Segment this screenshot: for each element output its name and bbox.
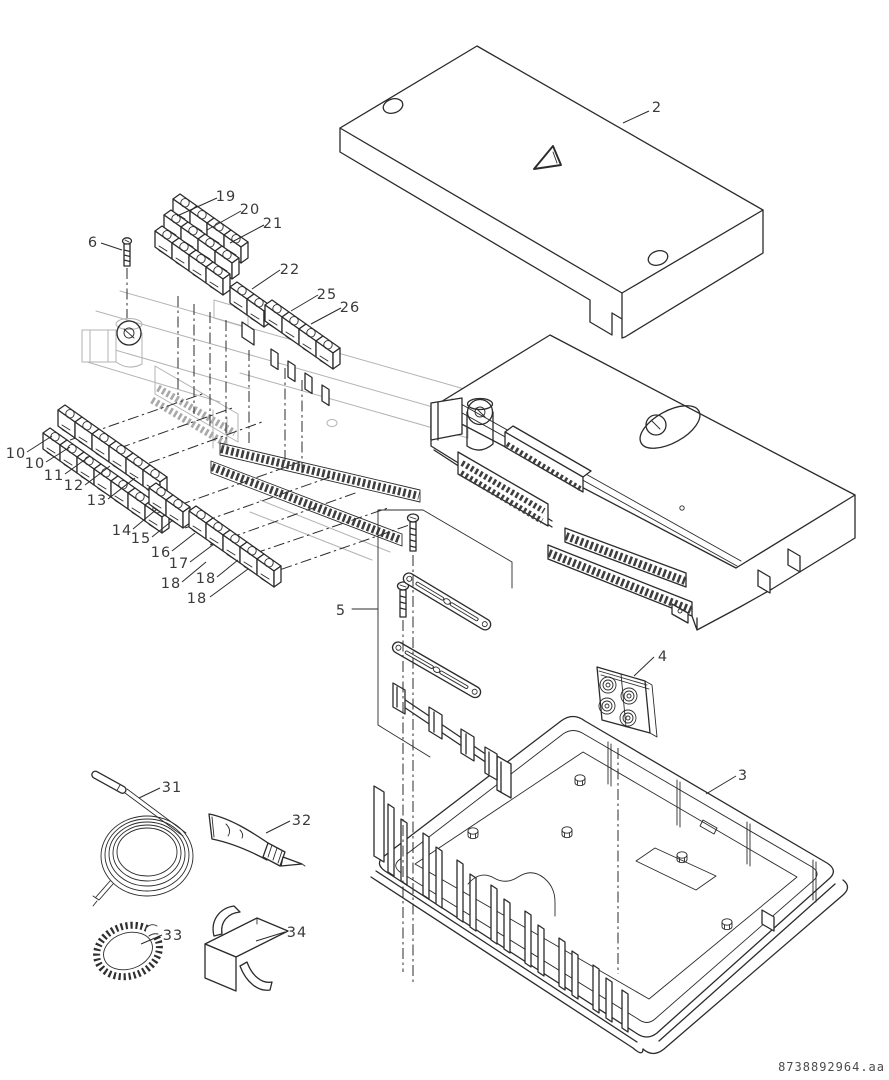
insertion-axes-vertical (126, 268, 303, 476)
bottom-tray-part-3 (370, 715, 849, 1055)
callout-22: 22 (280, 262, 300, 278)
callout-16: 16 (151, 545, 171, 561)
callout-leader-lines (26, 110, 737, 945)
callout-12: 12 (64, 478, 84, 494)
callout-4: 4 (658, 649, 668, 665)
document-code: 8738892964.aa (778, 1060, 885, 1074)
grommet-block-part-4 (596, 666, 658, 738)
callout-6: 6 (88, 235, 98, 251)
callout-18c: 18 (187, 591, 207, 607)
connector-block-19-20-21 (154, 193, 249, 296)
callout-25: 25 (317, 287, 337, 303)
screw-part-6 (121, 237, 133, 267)
callout-labels: 2 6 19 20 21 22 25 26 10 10 11 12 13 14 … (6, 100, 748, 944)
cover-part-2 (339, 45, 764, 339)
callout-18a: 18 (161, 576, 181, 592)
callout-5: 5 (336, 603, 346, 619)
callout-2: 2 (652, 100, 662, 116)
sensor-part-31 (91, 770, 194, 907)
callout-32: 32 (292, 813, 312, 829)
callout-13: 13 (87, 493, 107, 509)
callout-14: 14 (112, 523, 132, 539)
callout-34: 34 (287, 925, 307, 941)
paste-tube-part-32 (208, 813, 306, 867)
assembly-axes-vertical (402, 555, 619, 982)
callout-19: 19 (216, 189, 236, 205)
callout-18b: 18 (196, 571, 216, 587)
callout-21: 21 (263, 216, 283, 232)
callout-10b: 10 (25, 456, 45, 472)
spiral-band-part-33 (93, 921, 163, 981)
callout-17: 17 (169, 556, 189, 572)
callout-33: 33 (163, 928, 183, 944)
mounting-hardware-part-5 (351, 509, 513, 781)
adhesive-bracket-part-34 (204, 905, 289, 992)
terminal-row-16-18 (188, 505, 282, 588)
callout-3: 3 (738, 768, 748, 784)
warning-triangle-icon (533, 145, 562, 170)
callout-11: 11 (44, 468, 64, 484)
main-module (430, 334, 856, 631)
connector-blocks-25-26 (264, 299, 341, 407)
grommet (598, 676, 638, 727)
callout-20: 20 (240, 202, 260, 218)
callout-26: 26 (340, 300, 360, 316)
callout-10a: 10 (6, 446, 26, 462)
callout-31: 31 (162, 780, 182, 796)
callout-15: 15 (131, 531, 151, 547)
